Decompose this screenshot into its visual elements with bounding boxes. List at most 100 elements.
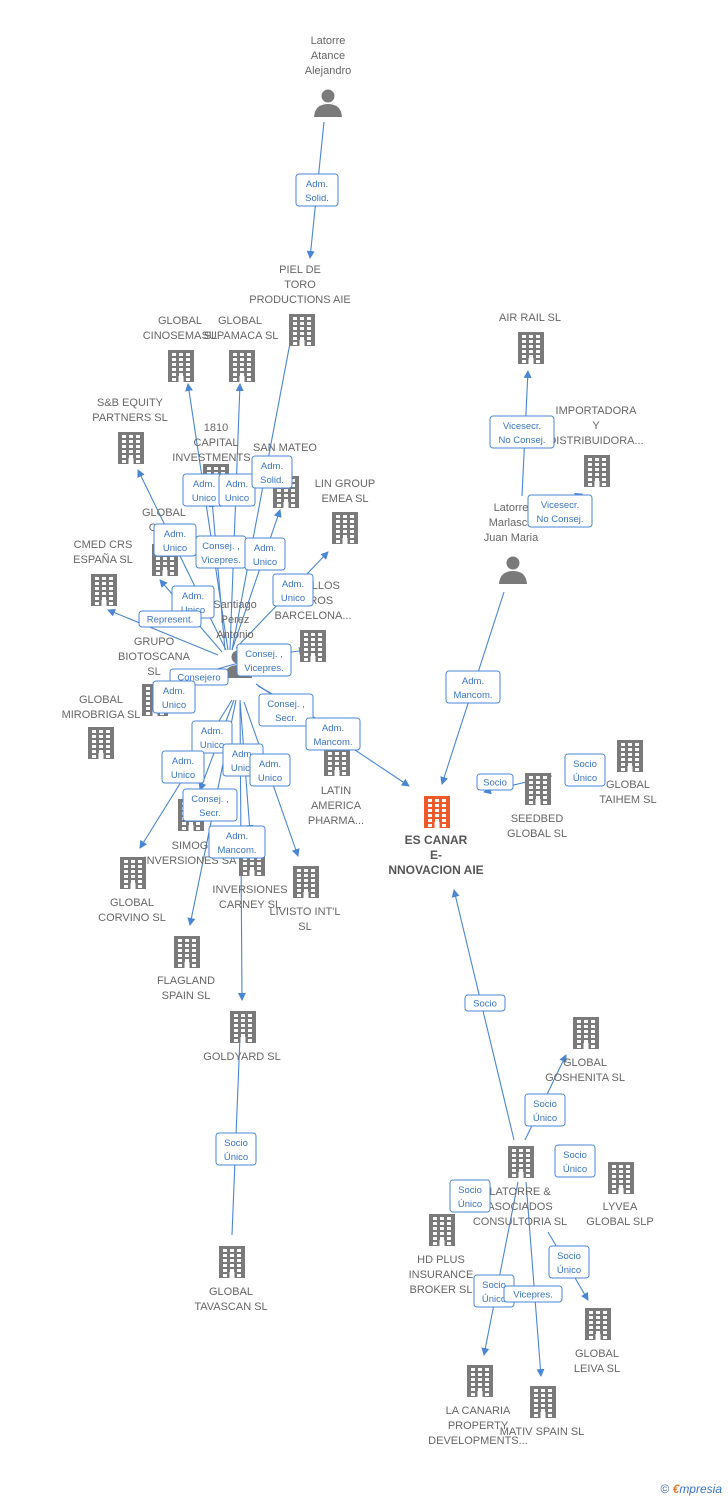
relation-text: No Consej. [499,435,546,446]
node-goldyard[interactable]: GOLDYARD SL [203,1011,281,1063]
node-label-line: GLOBAL [575,1348,619,1360]
node-air-rail[interactable]: AIR RAIL SL [499,312,561,364]
node-label-line: AIR RAIL SL [499,312,561,324]
relation-text: Único [573,773,597,784]
relation-label-box[interactable]: Adm.Unico [161,750,205,784]
relation-text: Adm. [201,726,223,737]
relation-label-box[interactable]: Consej. ,Vicepres. [236,643,292,677]
footer-brand[interactable]: © €mpresia [660,1482,722,1496]
node-sb-equity[interactable]: S&B EQUITY PARTNERS SL [92,397,168,464]
relation-label-box[interactable]: Adm. Solid. [295,173,339,207]
relation-label-box[interactable]: Adm.Unico [218,473,256,507]
relation-edge [525,1181,545,1377]
relation-text: Secr. [275,713,297,724]
node-label-line: S&B EQUITY [97,397,164,409]
relation-label-box[interactable]: Adm.Solid. [251,455,293,489]
relation-text: Adm. [163,686,185,697]
relation-label-box[interactable]: Vicepres. [503,1285,563,1303]
node-label-line: DEVELOPMENTS... [428,1435,528,1447]
relation-text: Unico [200,740,224,751]
relation-label-box[interactable]: Vicesecr.No Consej. [527,494,593,528]
relation-text: Adm. [322,723,344,734]
relation-box-frame [524,1093,566,1127]
building-icon [118,432,144,464]
relation-label-box[interactable]: Adm.Unico [152,680,196,714]
relation-text: Adm. [306,179,328,190]
relation-label-box[interactable]: Consej. ,Secr. [182,788,238,822]
relation-text: Adm. [462,676,484,687]
relation-box-frame [258,693,314,727]
relation-text: Unico [281,593,305,604]
relation-label-box[interactable]: Adm.Unico [182,473,226,507]
relation-label-box[interactable]: Socio [476,773,514,791]
relation-label-box[interactable]: Adm.Unico [244,537,286,571]
node-label-line: Latorre [311,35,346,47]
node-label-line: SUPAMACA SL [202,330,279,342]
relation-label-box[interactable]: Adm.Mancom. [445,670,501,704]
building-icon [585,1308,611,1340]
node-mativ[interactable]: MATIV SPAIN SL [500,1386,585,1438]
building-icon [573,1017,599,1049]
relation-box-frame [218,473,256,507]
node-label-line: PARTNERS SL [92,412,167,424]
node-label-line: BROKER SL [410,1284,473,1296]
building-icon [467,1365,493,1397]
node-label-line: LYVEA [603,1201,638,1213]
relation-label-box[interactable]: Adm.Mancom. [208,825,266,859]
relation-label-box[interactable]: Consej. ,Secr. [258,693,314,727]
relation-label-box[interactable]: Vicesecr.No Consej. [489,415,555,449]
relation-label-box[interactable]: Adm.Unico [249,753,291,787]
relation-text: Represent. [147,615,193,626]
relation-label-box[interactable]: Adm.Unico [272,573,314,607]
node-label-line: HD PLUS [417,1254,465,1266]
relation-text: Adm. [172,756,194,767]
relation-label-box[interactable]: Adm. Unico [191,720,233,754]
relation-label-box[interactable]: Represent. [138,610,202,628]
relation-label-box[interactable]: Consej. ,Vicepres. [195,535,247,569]
relation-text: Socio [563,1150,587,1161]
relation-label-box[interactable]: Adm.Mancom. [305,717,361,751]
relation-label-box[interactable]: Adm.Unico [153,523,197,557]
relation-text: Vicepres. [513,1290,552,1301]
node-label-line: INVERSIONES [212,884,287,896]
relation-box-frame [503,1285,563,1303]
node-label-line: GOLDYARD SL [203,1051,280,1063]
relation-text: Solid. [305,193,329,204]
relation-label-box[interactable]: Socio [464,994,506,1012]
